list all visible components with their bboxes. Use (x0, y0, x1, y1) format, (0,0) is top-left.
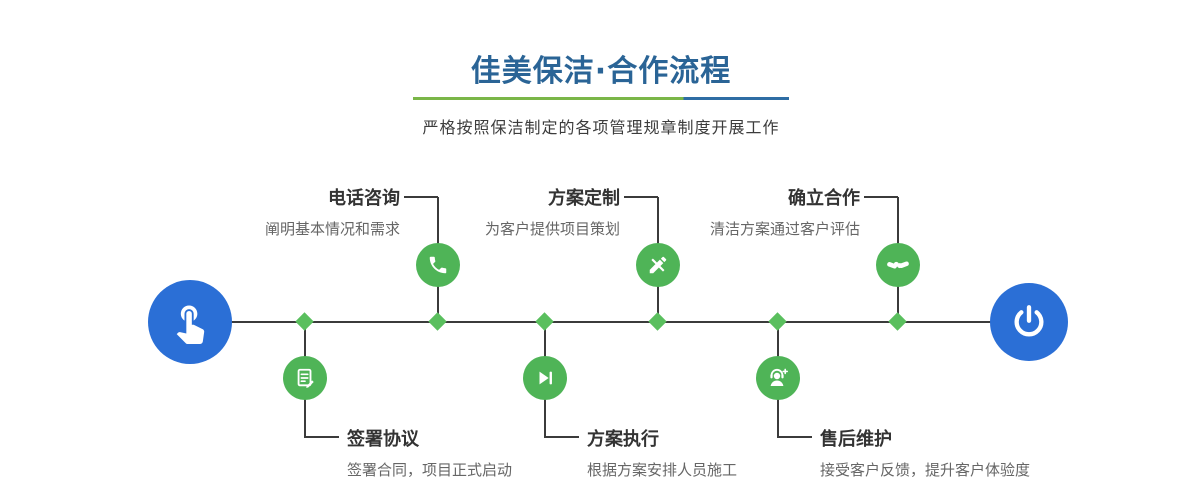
phone-icon (429, 256, 447, 274)
step-label-phone: 电话咨询 阐明基本情况和需求 (265, 184, 400, 239)
connector-line (778, 436, 812, 438)
power-icon (1014, 305, 1044, 337)
connector-line (864, 196, 898, 198)
step-label-contract: 签署协议 签署合同，项目正式启动 (347, 425, 512, 480)
step-desc: 清洁方案通过客户评估 (709, 220, 860, 238)
step-title: 方案执行 (587, 429, 659, 450)
connector-line (404, 196, 438, 198)
step-label-cooperation: 确立合作 清洁方案通过客户评估 (710, 184, 860, 239)
connector-line (545, 436, 579, 438)
timeline-diamond (295, 312, 314, 331)
handshake-icon (887, 261, 909, 269)
step-label-design: 方案定制 为客户提供项目策划 (485, 184, 620, 239)
step-node-execute (523, 356, 567, 400)
timeline-diamond (888, 312, 907, 331)
timeline-diamond (648, 312, 667, 331)
page-title: 佳美保洁·合作流程 (470, 54, 732, 89)
title-divider (413, 97, 789, 100)
connector-line (624, 196, 658, 198)
step-desc: 接受客户反馈，提升客户体验度 (820, 461, 1031, 479)
page-subtitle: 严格按照保洁制定的各项管理规章制度开展工作 (422, 118, 780, 137)
contract-icon (297, 368, 314, 388)
step-label-service: 售后维护 接受客户反馈，提升客户体验度 (820, 425, 1030, 480)
step-node-design (636, 243, 680, 287)
step-desc: 为客户提供项目策划 (484, 220, 620, 238)
timeline-diamond (535, 312, 554, 331)
timeline-axis (190, 321, 1030, 323)
step-node-contract (283, 356, 327, 400)
design-icon (649, 256, 667, 274)
step-desc: 阐明基本情况和需求 (264, 220, 400, 238)
step-desc: 签署合同，项目正式启动 (347, 461, 513, 479)
end-node (990, 283, 1068, 361)
customer-service-icon (770, 368, 788, 386)
timeline-diamond (768, 312, 787, 331)
step-node-handshake (876, 243, 920, 287)
pointing-hand-icon (176, 305, 205, 344)
step-title: 确立合作 (788, 188, 860, 209)
step-node-service (756, 356, 800, 400)
connector-line (305, 436, 339, 438)
step-node-phone (416, 243, 460, 287)
start-node (148, 280, 232, 364)
step-title: 售后维护 (820, 429, 892, 450)
timeline-diamond (428, 312, 447, 331)
step-title: 电话咨询 (328, 188, 400, 209)
step-title: 签署协议 (347, 429, 419, 450)
play-icon (539, 371, 552, 385)
step-label-execute: 方案执行 根据方案安排人员施工 (587, 425, 737, 480)
step-desc: 根据方案安排人员施工 (587, 461, 738, 479)
step-title: 方案定制 (548, 188, 620, 209)
